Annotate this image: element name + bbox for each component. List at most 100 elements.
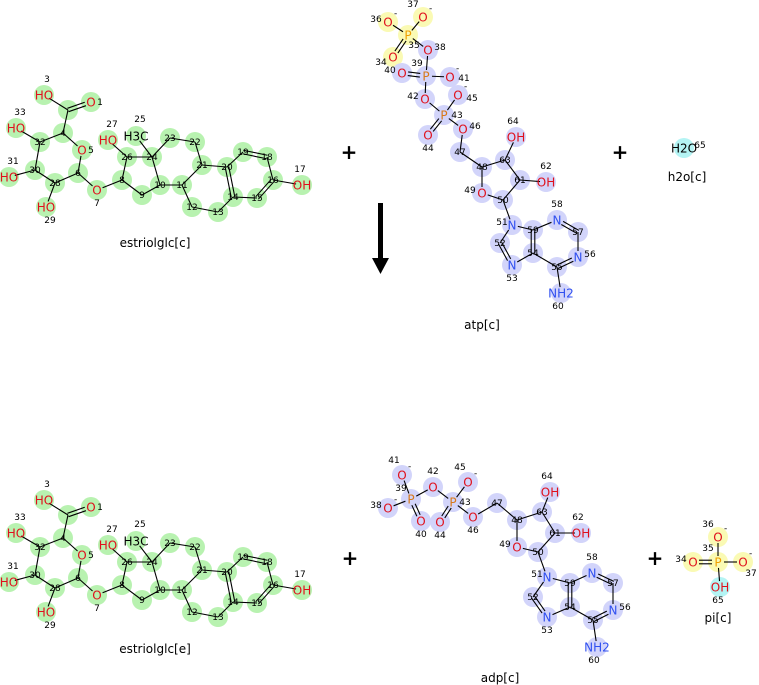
bond [392, 24, 404, 33]
atom-highlight [506, 127, 526, 147]
atom-symbol: NH2 [584, 641, 610, 655]
atom-symbol: N [508, 219, 517, 233]
bond [201, 569, 228, 573]
atom-highlight [458, 472, 478, 492]
atom-number: 45 [454, 463, 465, 473]
atom-highlight [411, 511, 431, 531]
atom-highlight [81, 92, 101, 112]
atom-symbol: OH [293, 584, 311, 598]
atom-symbol: O [397, 67, 406, 81]
atom-highlight [502, 215, 522, 235]
atom-number: 40 [384, 66, 396, 76]
bond [502, 199, 511, 220]
atom-number: 31 [7, 157, 18, 167]
atom-symbol: O [458, 123, 467, 137]
atom-number: 51 [496, 218, 507, 228]
double-bond [407, 74, 420, 78]
atom-number: 44 [422, 144, 434, 154]
plus-text: + [612, 140, 629, 164]
atom-number: 47 [491, 499, 502, 509]
bond [569, 606, 594, 621]
atom-number: 39 [411, 59, 423, 69]
double-bond [562, 220, 580, 231]
atom-symbol: N [543, 611, 552, 625]
bond [194, 546, 203, 571]
atom-number: 49 [499, 540, 511, 550]
atom-symbol: N [553, 214, 562, 228]
atom-number: 21 [196, 566, 207, 576]
double-bond [224, 167, 232, 198]
atom-number: 60 [552, 302, 564, 312]
bond [522, 547, 539, 553]
bond [77, 172, 93, 187]
atom-number: 34 [675, 555, 687, 565]
atom-number: 9 [139, 191, 145, 201]
atom-symbol: OH [572, 527, 590, 541]
double-bond [255, 583, 273, 603]
atom-symbol: HO [7, 122, 25, 136]
atom-number: 63 [499, 156, 510, 166]
bond [47, 587, 56, 607]
atom-number: 55 [551, 263, 562, 273]
atom-number: 11 [176, 181, 187, 191]
atom-number: 45 [466, 94, 477, 104]
atom-highlight [81, 497, 101, 517]
bond [412, 38, 424, 47]
atom-number: 49 [464, 186, 476, 196]
atom-number: 19 [237, 148, 249, 158]
atom-highlight [6, 118, 26, 138]
bond [537, 551, 546, 572]
atom-number: 18 [261, 153, 273, 163]
atom-charge: - [464, 82, 467, 92]
atom-charge: - [408, 462, 411, 472]
atom-highlight [415, 89, 435, 109]
bond [552, 577, 571, 584]
bond [54, 577, 79, 589]
bond [139, 545, 153, 563]
atom-symbol: H3C [123, 130, 148, 144]
atom-highlight [434, 105, 454, 125]
atom-symbol: HO [35, 89, 53, 103]
atom-highlight [733, 552, 753, 572]
bond [272, 179, 297, 185]
double-bond [411, 504, 418, 517]
bond [232, 601, 258, 604]
bond [112, 548, 128, 563]
atom-number: 15 [251, 599, 262, 609]
atom-number: 30 [29, 571, 41, 581]
atom-highlight [378, 12, 398, 32]
atom-number: 31 [7, 562, 18, 572]
atom-number: 23 [164, 134, 175, 144]
atom-number: 53 [541, 626, 552, 636]
atom-symbol: P [449, 496, 456, 510]
atom-symbol: O [713, 531, 722, 545]
double-bond [534, 595, 546, 612]
bond [62, 132, 78, 147]
atom-charge: - [724, 524, 727, 534]
atom-number: 22 [189, 138, 200, 148]
bond [141, 589, 161, 601]
atom-symbol: O [423, 44, 432, 58]
atom-number: 3 [44, 480, 50, 490]
atom-number: 12 [186, 203, 197, 213]
bond [516, 252, 534, 263]
atom-number: 37 [745, 569, 756, 579]
bond [717, 567, 721, 582]
bond [62, 514, 69, 539]
double-bond [257, 180, 275, 200]
atom-number: 37 [407, 0, 418, 10]
atom-symbol: N [609, 604, 618, 618]
atom-highlight [413, 7, 433, 27]
atom-highlight [571, 523, 591, 543]
bond [151, 137, 171, 158]
atom-symbol: O [383, 502, 392, 516]
double-bond [555, 257, 573, 266]
double-bond [255, 178, 273, 198]
atom-symbol: OH [541, 486, 559, 500]
bond [48, 97, 69, 111]
atom-symbol: O [77, 144, 86, 158]
atom-number: 13 [212, 613, 223, 623]
atom-number: 53 [506, 274, 517, 284]
